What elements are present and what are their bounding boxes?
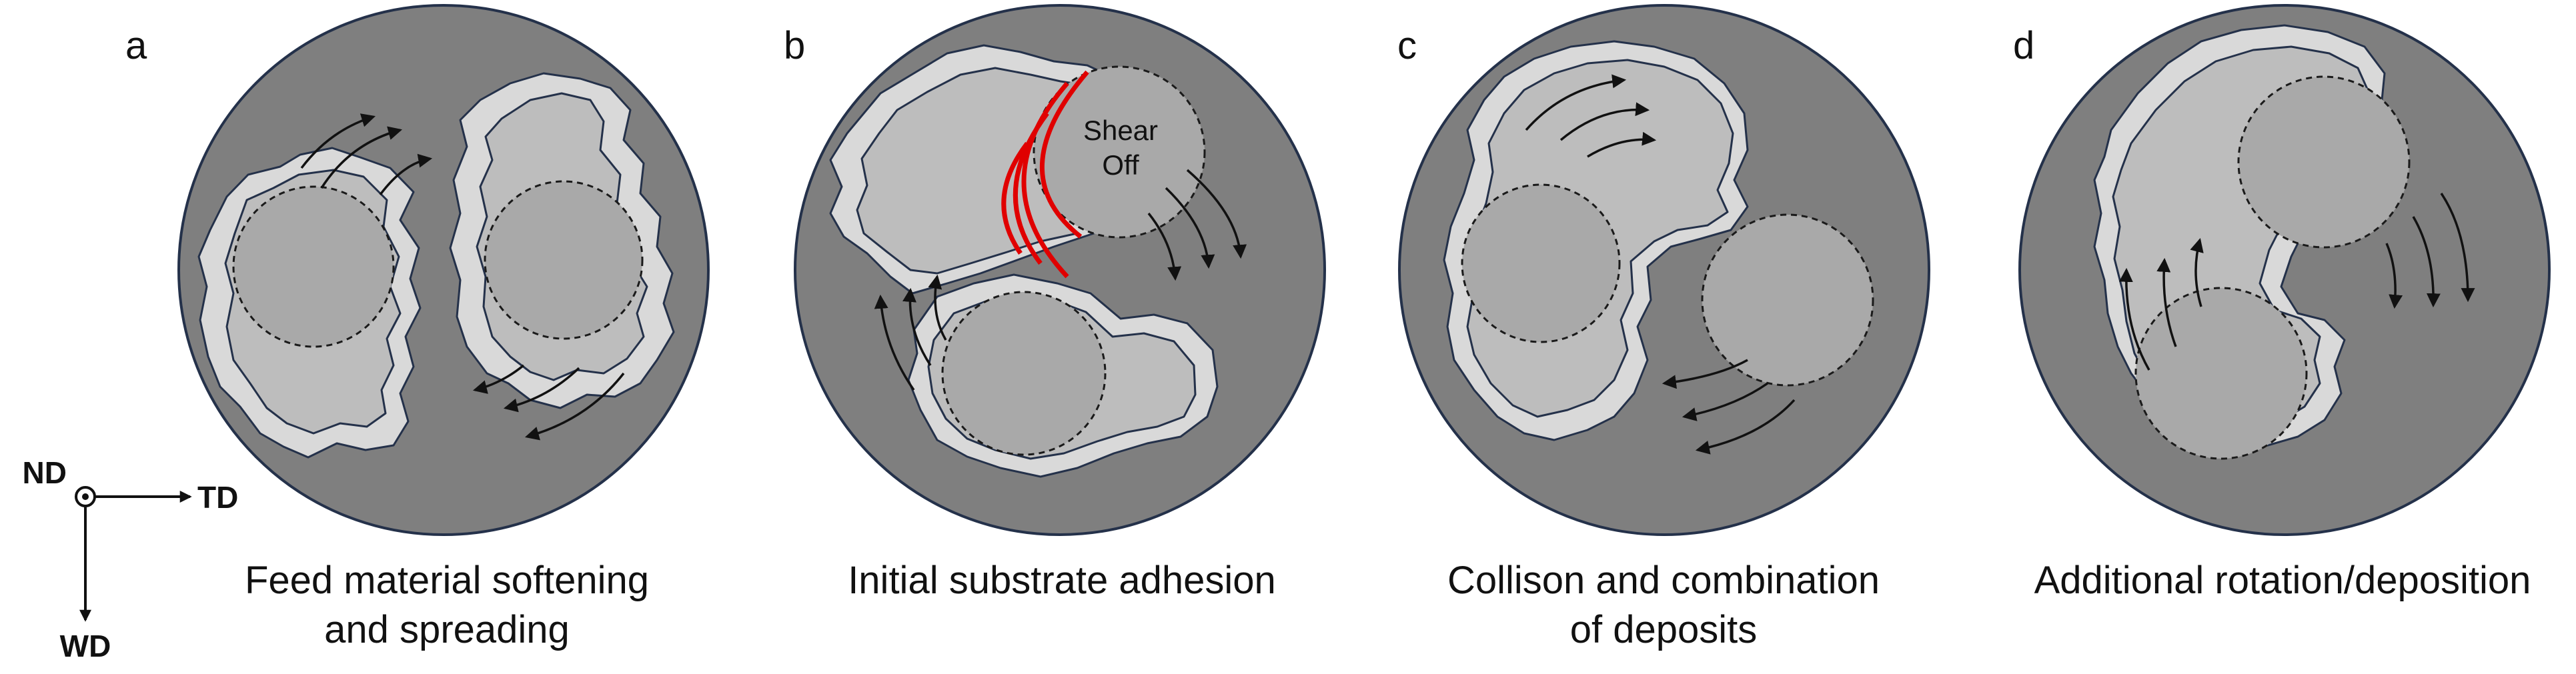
coordinate-axes: ND TD WD — [23, 455, 239, 663]
caption-c-line2: of deposits — [1570, 608, 1758, 651]
panel-d-letter: d — [2013, 24, 2034, 67]
panel-b-letter: b — [784, 24, 805, 67]
flow-arrows-d — [2118, 193, 2475, 371]
td-label: TD — [197, 480, 238, 515]
panel-b: b Shear Off — [784, 4, 1326, 536]
wd-label: WD — [60, 629, 111, 663]
panel-a-letter: a — [125, 24, 147, 67]
panel-a: a — [125, 4, 710, 536]
caption-a-line1: Feed material softening — [245, 559, 649, 602]
nd-label: ND — [23, 455, 67, 490]
captions: Feed material softening and spreading In… — [245, 559, 2531, 651]
flow-arrows-c — [1525, 74, 1796, 455]
deposit-b-lower — [907, 273, 1219, 478]
panel-c-letter: c — [1397, 24, 1417, 67]
panel-c: c — [1397, 4, 1930, 536]
caption-c-line1: Collison and combination — [1447, 559, 1880, 602]
panel-d: d — [2013, 4, 2551, 536]
shear-off-label-line2: Off — [1102, 149, 1139, 181]
deposit-a-right — [449, 72, 675, 409]
deposit-b-upper: Shear Off — [829, 44, 1206, 295]
deposit-c-combined — [1443, 40, 1874, 441]
caption-a-line2: and spreading — [324, 608, 570, 651]
deposit-d-combined — [2093, 24, 2411, 460]
shear-off-label-line1: Shear — [1083, 115, 1158, 146]
deposit-a-left — [197, 147, 422, 459]
caption-b-line1: Initial substrate adhesion — [848, 559, 1276, 602]
flow-arrows-b — [874, 169, 1247, 391]
caption-d-line1: Additional rotation/deposition — [2034, 559, 2531, 602]
flow-arrows-a — [300, 113, 625, 441]
